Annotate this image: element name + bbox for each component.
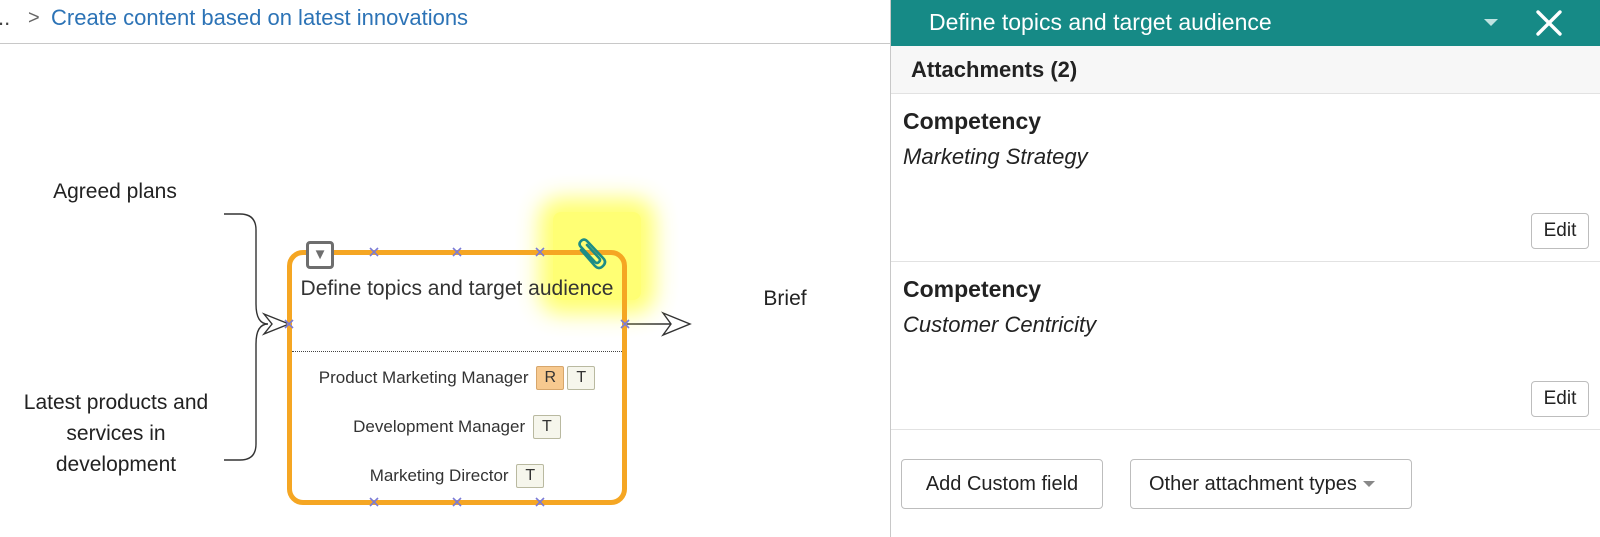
- breadcrumb: .. > Create content based on latest inno…: [0, 0, 890, 44]
- paperclip-icon[interactable]: [575, 238, 609, 272]
- task-badge: T: [532, 415, 561, 439]
- attachments-title: Attachments (2): [911, 57, 1078, 82]
- activity-title: Define topics and target audience: [300, 277, 614, 300]
- attachment-card: Competency Customer Centricity Edit: [891, 262, 1600, 430]
- responsible-badge: R: [536, 366, 565, 390]
- role-name: Development Manager: [353, 417, 526, 436]
- attachment-type: Competency: [903, 108, 1042, 134]
- task-badge: T: [567, 366, 596, 390]
- activity-divider: [292, 351, 622, 352]
- input-arrow: [261, 312, 291, 336]
- panel-title: Define topics and target audience: [929, 9, 1272, 35]
- other-attachment-types-dropdown[interactable]: Other attachment types: [1130, 459, 1412, 509]
- attachment-card: Competency Marketing Strategy Edit: [891, 94, 1600, 262]
- input-brace: [224, 213, 269, 461]
- add-custom-field-button[interactable]: Add Custom field: [901, 459, 1103, 509]
- other-attachment-types-label: Other attachment types: [1149, 472, 1357, 495]
- activity-box[interactable]: Define topics and target audience Produc…: [287, 250, 627, 505]
- close-icon[interactable]: [1535, 9, 1563, 37]
- chevron-down-icon[interactable]: [1484, 19, 1498, 26]
- output-label-brief: Brief: [763, 287, 807, 310]
- task-badge: T: [516, 464, 545, 488]
- breadcrumb-separator: >: [28, 7, 40, 29]
- role-row[interactable]: Marketing Director T: [292, 463, 622, 489]
- role-name: Product Marketing Manager: [318, 368, 529, 387]
- attachment-value: Customer Centricity: [903, 312, 1097, 337]
- input-label-agreed-plans: Agreed plans: [53, 180, 177, 203]
- breadcrumb-current[interactable]: Create content based on latest innovatio…: [51, 5, 469, 30]
- input-label-latest-products: Latest products and services in developm…: [23, 391, 209, 476]
- panel-header: Define topics and target audience: [891, 0, 1600, 46]
- edit-button[interactable]: Edit: [1531, 381, 1589, 417]
- process-canvas: .. > Create content based on latest inno…: [0, 0, 890, 507]
- details-panel: Define topics and target audience Attach…: [890, 0, 1600, 537]
- attachment-type: Competency: [903, 276, 1042, 302]
- role-name: Marketing Director: [369, 466, 509, 485]
- breadcrumb-ellipsis[interactable]: ..: [0, 5, 11, 30]
- collapse-toggle-icon[interactable]: ▼: [306, 241, 334, 269]
- attachment-value: Marketing Strategy: [903, 144, 1088, 169]
- role-row[interactable]: Development Manager T: [292, 414, 622, 440]
- output-arrow: [660, 311, 692, 337]
- edit-button[interactable]: Edit: [1531, 213, 1589, 249]
- chevron-down-icon: [1362, 480, 1375, 487]
- attachments-header: Attachments (2): [891, 46, 1600, 94]
